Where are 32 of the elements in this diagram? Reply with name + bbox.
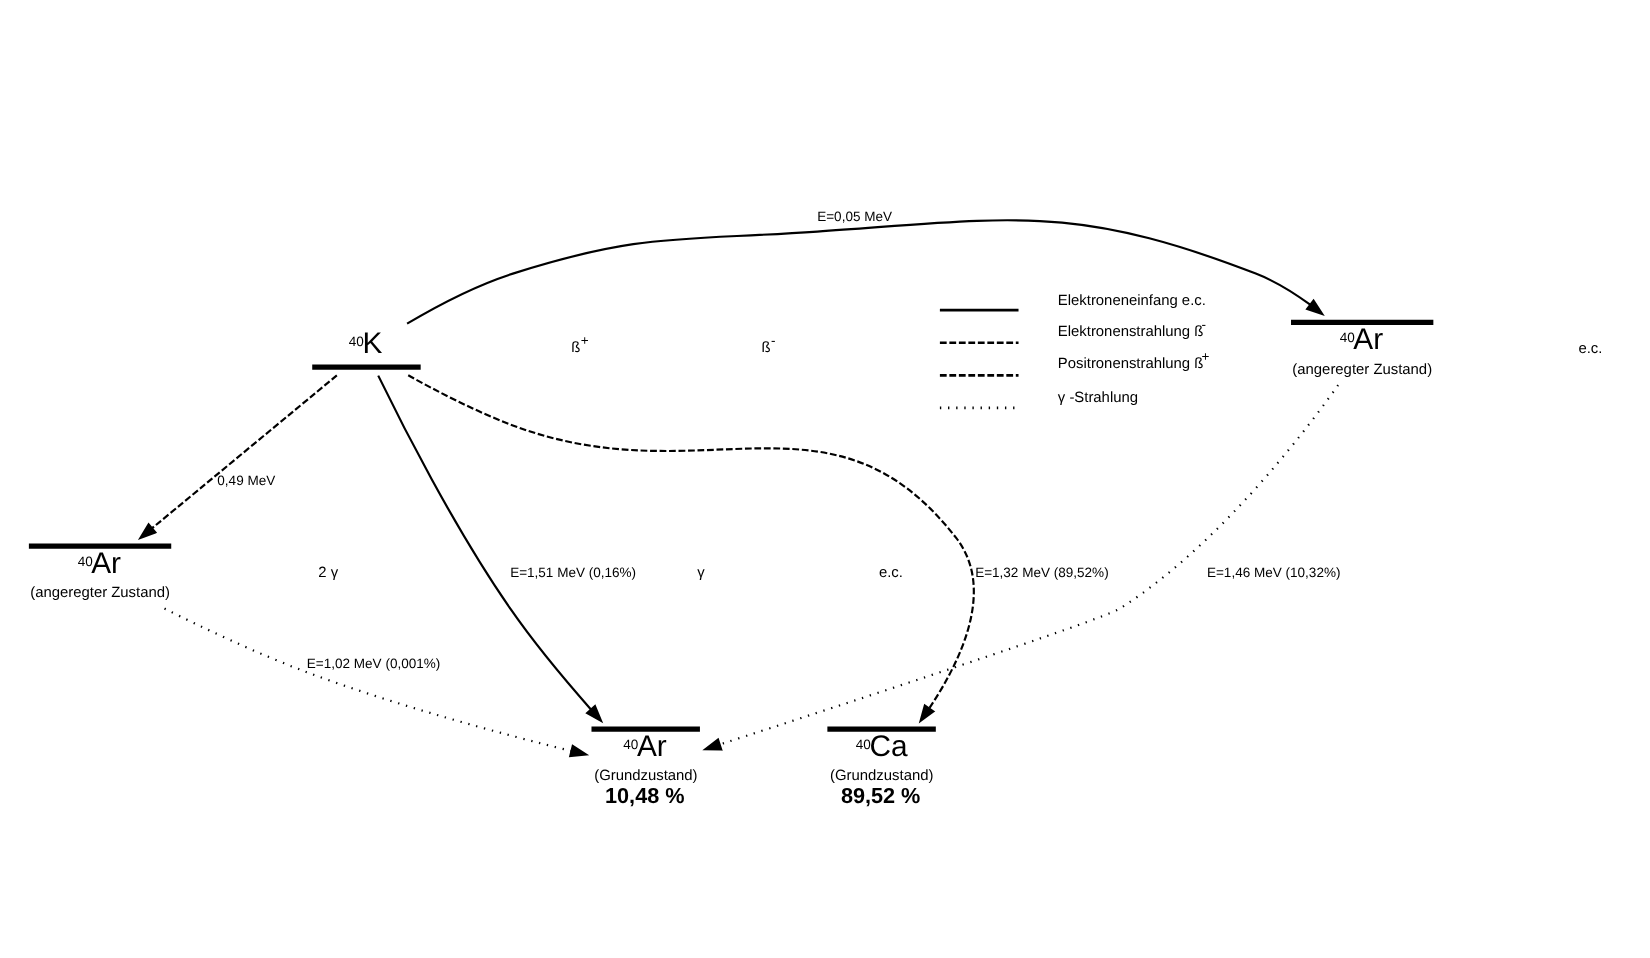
node-label: $^{40}$Ar <box>1339 323 1384 356</box>
node-label: (angeregter Zustand) <box>1292 358 1433 377</box>
node-box <box>827 725 936 731</box>
arrow <box>407 373 975 723</box>
node-label: $^{40}$K <box>348 328 383 361</box>
label: e.c. <box>1578 338 1603 357</box>
legend-label: Elektroneneinfang e.c. <box>1057 289 1206 308</box>
label: γ <box>697 562 705 580</box>
label: e.c. <box>878 562 903 580</box>
node-box <box>312 363 421 369</box>
node-label: $^{40}$Ca <box>855 730 908 763</box>
node-box <box>28 542 172 548</box>
node-box <box>591 725 700 731</box>
legend-label: γ -Strahlung <box>1057 387 1139 406</box>
node-label: (Grundzustand) <box>830 765 934 784</box>
node-label: 89,52 % <box>840 784 921 809</box>
label: 2 γ <box>318 562 339 580</box>
legend-label: Elektronenstrahlung ß$^{-}$ <box>1057 317 1207 339</box>
node-box <box>1291 318 1434 325</box>
arrow <box>702 383 1339 750</box>
label: ß$^{+}$ <box>571 333 589 355</box>
node-label: $^{40}$Ar <box>77 547 122 580</box>
node-label: $^{40}$Ar <box>623 730 667 763</box>
label: ß$^{-}$ <box>761 333 776 355</box>
node-label: 10,48 % <box>605 784 685 809</box>
arrow <box>164 606 590 757</box>
node-label: (Grundzustand) <box>594 765 698 784</box>
arrow <box>377 374 604 723</box>
node-label: (angeregter Zustand) <box>30 582 170 601</box>
arrow <box>406 218 1325 324</box>
arrow <box>137 373 338 539</box>
legend-label: Positronenstrahlung ß$^{+}$ <box>1057 350 1210 372</box>
